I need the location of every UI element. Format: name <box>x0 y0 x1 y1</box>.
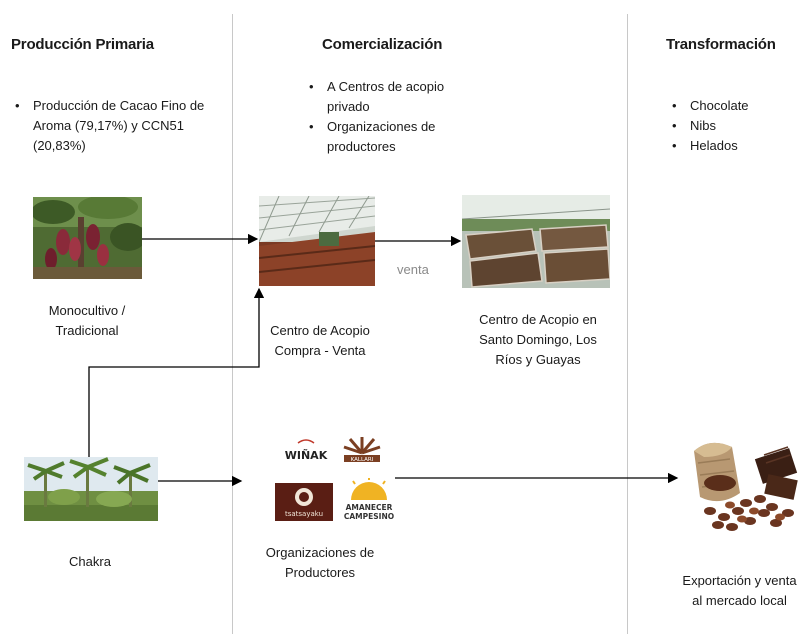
caption-chakra: Chakra <box>69 554 111 569</box>
caption-organizaciones: Organizaciones de Productores <box>265 545 375 580</box>
caption-exportacion: Exportación y venta al mercado local <box>682 573 797 608</box>
bullets-comercializacion: A Centros de acopio privado Organizacion… <box>307 77 477 157</box>
bullet-item: Nibs <box>670 116 790 136</box>
arrow-chakra-to-centro <box>88 287 265 457</box>
bullet-item: Producción de Cacao Fino de Aroma (79,17… <box>13 96 213 156</box>
centro-acopio-compra-photo <box>259 196 375 286</box>
centro-acopio-region-photo <box>462 195 610 288</box>
caption-centro-region: Centro de Acopio en Santo Domingo, Los R… <box>479 312 597 367</box>
column-divider-right <box>627 14 628 634</box>
exportacion-photo <box>680 433 802 539</box>
title-transformacion: Transformación <box>666 36 776 53</box>
tsatsayaku-logo: tsatsayaku <box>275 483 333 521</box>
chakra-photo <box>24 457 158 521</box>
monocultivo-photo <box>33 197 142 279</box>
winak-logo: WIÑAK <box>280 435 332 471</box>
bullet-item: Organizaciones de productores <box>307 117 477 157</box>
bullet-item: A Centros de acopio privado <box>307 77 477 117</box>
column-divider-left <box>232 14 233 634</box>
bullets-produccion: Producción de Cacao Fino de Aroma (79,17… <box>13 96 213 156</box>
svg-text:CAMPESINO: CAMPESINO <box>344 512 394 521</box>
bullet-item: Helados <box>670 136 790 156</box>
bullets-transformacion: Chocolate Nibs Helados <box>670 96 790 156</box>
edge-label-venta: venta <box>397 262 429 277</box>
svg-text:WIÑAK: WIÑAK <box>285 449 328 462</box>
svg-text:AMANECER: AMANECER <box>346 503 393 512</box>
svg-text:KALLARI: KALLARI <box>351 457 374 463</box>
caption-monocultivo: Monocultivo / Tradicional <box>48 303 126 338</box>
bullet-item: Chocolate <box>670 96 790 116</box>
title-produccion-primaria: Producción Primaria <box>11 36 154 53</box>
amanecer-campesino-logo: AMANECER CAMPESINO <box>343 478 395 524</box>
caption-centro-compra: Centro de Acopio Compra - Venta <box>270 323 370 358</box>
title-comercializacion: Comercialización <box>322 36 443 53</box>
kallari-logo: KALLARI <box>340 435 384 471</box>
svg-text:tsatsayaku: tsatsayaku <box>285 510 323 518</box>
